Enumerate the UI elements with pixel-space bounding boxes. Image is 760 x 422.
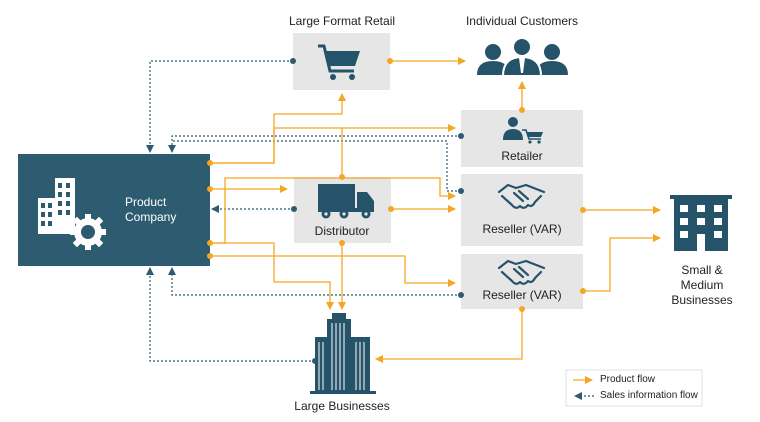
customers-icon	[477, 37, 568, 77]
office-building-icon	[670, 195, 732, 251]
legend-product-flow: Product flow	[600, 374, 656, 385]
legend-sales-flow: Sales information flow	[600, 390, 698, 401]
reseller-top-label: Reseller (VAR)	[482, 222, 562, 236]
reseller-bottom-label: Reseller (VAR)	[482, 288, 562, 302]
small-medium-businesses-label: Small & Medium Businesses	[671, 263, 733, 307]
sales-flow-lines	[146, 60, 461, 362]
shopping-cart-icon	[318, 44, 360, 80]
large-businesses-label: Large Businesses	[294, 399, 390, 413]
handshake-icon	[497, 259, 546, 285]
retailer-icon	[503, 117, 543, 144]
product-flow-dots	[207, 58, 586, 312]
truck-icon	[318, 184, 374, 219]
skyscraper-icon	[310, 313, 376, 394]
distributor-label: Distributor	[314, 224, 370, 238]
building-gear-icon	[38, 178, 106, 250]
product-flow-lines	[210, 57, 661, 363]
large-format-retail-label: Large Format Retail	[288, 14, 396, 28]
individual-customers-label: Individual Customers	[465, 14, 579, 28]
product-company-label: Product Company	[125, 195, 177, 224]
handshake-icon	[497, 183, 546, 209]
retailer-label: Retailer	[501, 149, 543, 163]
